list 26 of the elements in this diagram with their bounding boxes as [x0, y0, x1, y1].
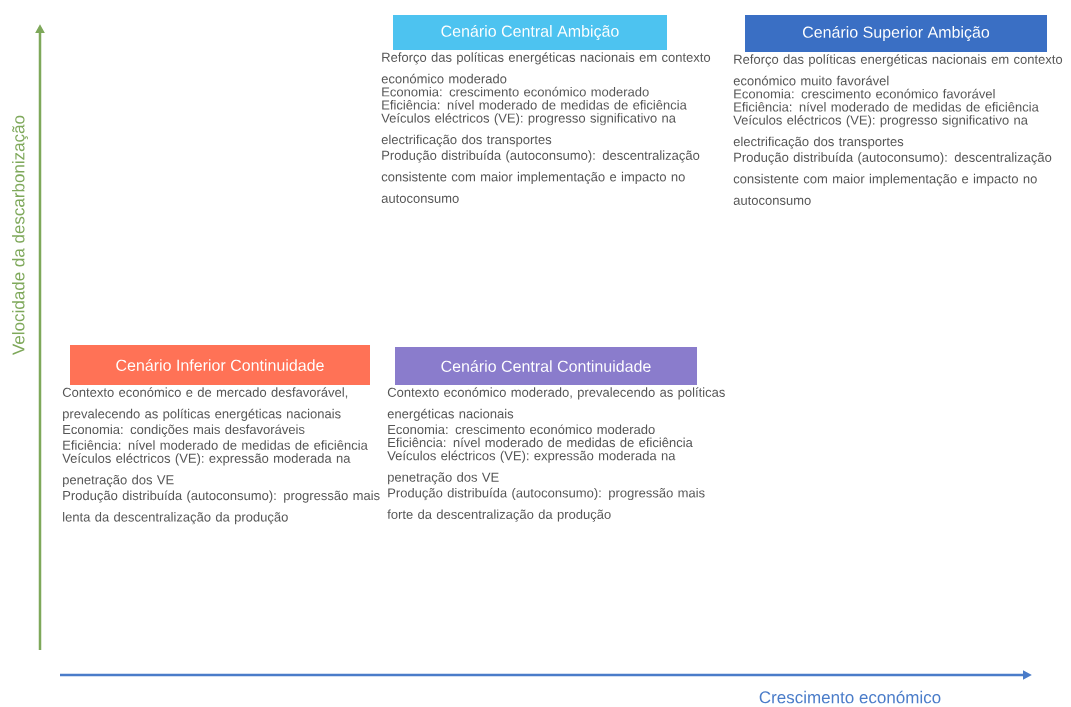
description-text: Veículos eléctricos (VE): progresso significativo na electrificação dos transportes: [381, 113, 676, 147]
description-text: Veículos eléctricos (VE): expressão moderada na penetração dos VE: [387, 450, 676, 485]
description-text: Veículos eléctricos (VE): expressão moderada na penetração dos VE: [62, 453, 351, 488]
description-text: Produção distribuída (autoconsumo): progressão mais forte da descentralização da produção: [387, 487, 705, 522]
description-text: Veículos eléctricos (VE): progresso significativo na electrificação dos transportes: [733, 115, 1028, 149]
description-text: Contexto económico e de mercado desfavorável, prevalecendo as políticas energéticas nacionais: [62, 387, 348, 421]
description-text: Produção distribuída (autoconsumo): progressão mais lenta da descentralização da produção: [63, 490, 380, 525]
scenario-header: Cenário Superior Ambição: [745, 15, 1047, 52]
description-text: Economia: crescimento económico favorável: [734, 88, 995, 99]
scenario-header: Cenário Inferior Continuidade: [70, 345, 370, 385]
description-text: Reforço das políticas energéticas nacionais em contexto económico moderado: [381, 52, 711, 84]
description-text: Contexto económico moderado, prevalecendo as políticas energéticas nacionais: [387, 387, 725, 421]
description-text: Eficiência: nível moderado de medidas de eficiência: [388, 437, 693, 448]
description-text: Eficiência: nível moderado de medidas de eficiência: [63, 440, 368, 450]
description-text: Economia: crescimento económico moderado: [382, 86, 649, 97]
axis-label: Crescimento económico: [759, 690, 941, 704]
description-text: Produção distribuída (autoconsumo): descentralização consistente com maior implementação e impacto no autoconsumo: [733, 152, 1052, 205]
axis-label: Velocidade da descarbonização: [12, 115, 28, 355]
description-text: Economia: crescimento económico moderado: [388, 424, 655, 435]
description-text: Eficiência: nível moderado de medidas de eficiência: [382, 99, 687, 110]
scenario-header: Cenário Central Ambição: [393, 15, 667, 50]
description-text: Produção distribuída (autoconsumo): descentralização consistente com maior implementação e impacto no autoconsumo: [381, 150, 700, 203]
description-text: Economia: condições mais desfavoráveis: [63, 424, 305, 437]
description-text: Eficiência: nível moderado de medidas de eficiência: [734, 101, 1039, 112]
scenario-header: Cenário Central Continuidade: [395, 347, 697, 385]
description-text: Reforço das políticas energéticas nacionais em contexto económico muito favorável: [733, 54, 1063, 86]
